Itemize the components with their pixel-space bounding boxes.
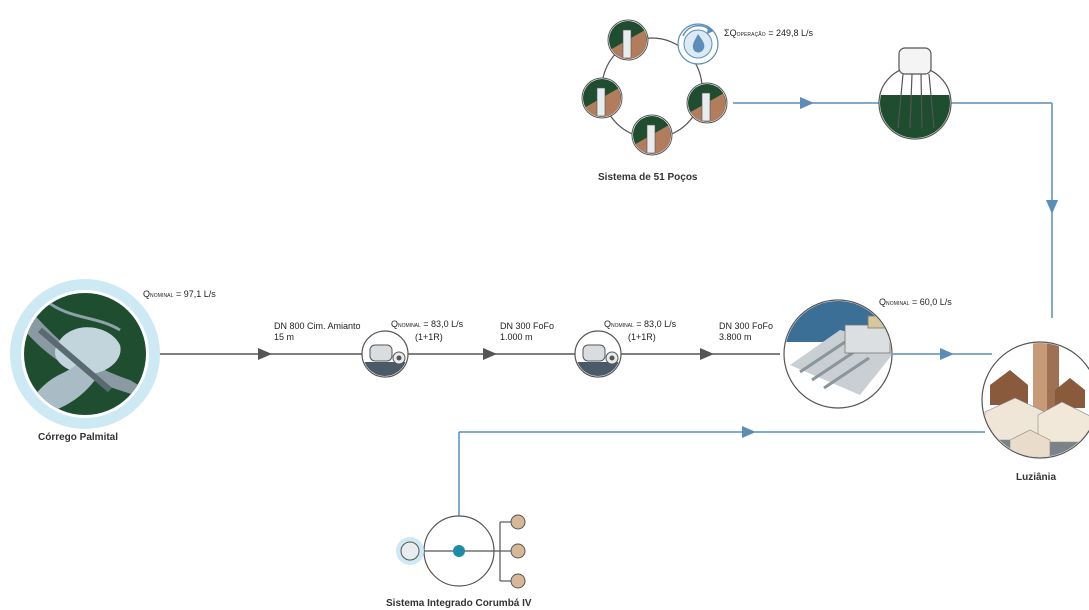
reservoir-tower-icon: [878, 47, 952, 140]
well-icon-1: [607, 19, 649, 61]
pump2-label: QNOMINAL = 83,0 L/s(1+1R): [604, 319, 677, 342]
pump-station-1-icon: [361, 330, 409, 378]
treated-water-line-to-city: [893, 348, 992, 360]
treatment-flow-label: QNOMINAL = 60,0 L/s: [879, 297, 952, 307]
wells-to-reservoir-line: [733, 97, 1058, 318]
pump1-label: QNOMINAL = 83,0 L/s(1+1R): [391, 319, 464, 342]
pump-station-2-icon: [574, 330, 622, 378]
source-flow-label: QNOMINAL = 97,1 L/s: [143, 289, 216, 299]
wells-flow-label: ΣQOPERAÇÃO = 249,8 L/s: [724, 28, 814, 38]
well-icon-4: [686, 82, 728, 124]
city-name: Luziânia: [1016, 472, 1057, 483]
well-icon-3: [631, 114, 673, 156]
city-icon: [981, 341, 1089, 459]
integrated-system-icon: [396, 514, 526, 589]
integrated-system-line: [458, 426, 985, 516]
treatment-plant-icon: [783, 299, 893, 409]
raw-water-main-line: [158, 348, 780, 360]
source-name: Córrego Palmital: [38, 432, 119, 443]
wells-system-icon: [581, 19, 728, 156]
integrated-system-name: Sistema Integrado Corumbá IV: [386, 598, 532, 609]
well-icon-2: [581, 77, 623, 119]
operation-cycle-icon: [677, 23, 719, 65]
wells-name: Sistema de 51 Poços: [598, 172, 698, 183]
stream-source-icon: [10, 279, 160, 429]
